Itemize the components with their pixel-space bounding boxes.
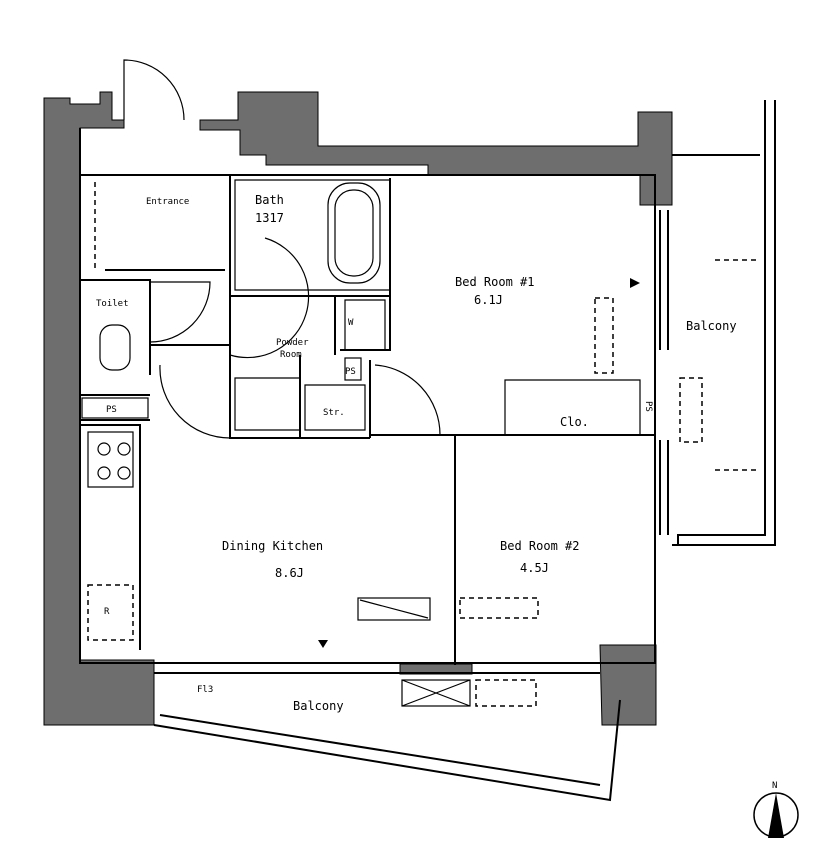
label-bath: Bath — [255, 193, 284, 207]
compass-north-label: N — [772, 781, 777, 791]
label-powder-room: Powder — [276, 338, 309, 348]
label-bedroom2-size: 4.5J — [520, 561, 549, 575]
label-bath-size: 1317 — [255, 211, 284, 225]
label-washer: W — [348, 318, 354, 328]
room-labels: Entrance Bath 1317 Toilet Powder Room W … — [96, 193, 737, 713]
label-powder-room-2: Room — [280, 350, 302, 360]
label-closet: Clo. — [560, 415, 589, 429]
label-balcony-right: Balcony — [686, 319, 737, 333]
walls — [43, 91, 673, 726]
label-ps-upper: PS — [345, 367, 356, 377]
label-balcony-bottom: Balcony — [293, 699, 344, 713]
label-dining-kitchen-size: 8.6J — [275, 566, 304, 580]
label-bedroom1-size: 6.1J — [474, 293, 503, 307]
label-bedroom1: Bed Room #1 — [455, 275, 534, 289]
label-toilet: Toilet — [96, 299, 129, 309]
label-entrance: Entrance — [146, 197, 189, 207]
label-fl: Fl3 — [197, 685, 213, 695]
label-ps-left: PS — [106, 405, 117, 415]
label-dining-kitchen: Dining Kitchen — [222, 539, 323, 553]
label-bedroom2: Bed Room #2 — [500, 539, 579, 553]
label-storage: Str. — [323, 408, 345, 418]
label-ps-right: PS — [643, 401, 653, 412]
north-arrow-icon: N — [753, 781, 799, 838]
label-refrigerator: R — [104, 607, 110, 617]
interior-lines — [79, 59, 776, 802]
